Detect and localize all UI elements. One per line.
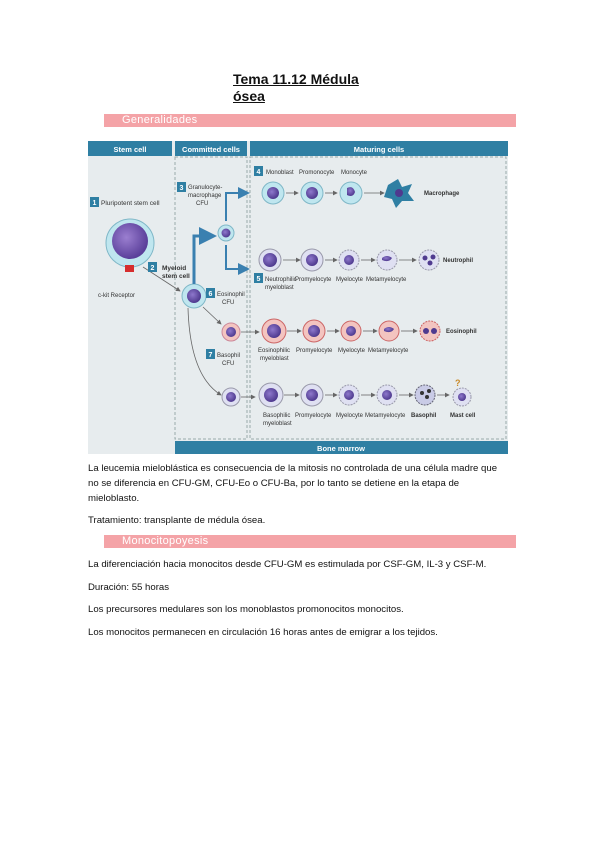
label-metamyelocyte-baso: Metamyelocyte: [365, 413, 406, 419]
step-number-3: 3: [180, 185, 184, 192]
header-committed-label: Committed cells: [182, 145, 240, 154]
paragraph-diferenciacion: La diferenciación hacia monocitos desde …: [88, 559, 487, 570]
footer-bone-marrow: [175, 441, 508, 454]
figure-background: [88, 141, 508, 454]
label-promyelocyte-neutro: Promyelocyte: [295, 277, 332, 283]
header-maturing-cells: [250, 141, 508, 156]
label-pluripotent: Pluripotent stem cell: [101, 200, 160, 207]
label-eosinophil: Eosinophil: [446, 329, 477, 335]
header-committed-cells: [175, 141, 247, 156]
label-bamb-2: myeloblast: [263, 421, 292, 427]
label-gm-2: macrophage: [188, 193, 222, 199]
label-macrophage: Macrophage: [424, 191, 460, 197]
label-gm-3: CFU: [196, 201, 208, 207]
basophil-cell: [414, 384, 436, 406]
step-number-4: 4: [257, 169, 261, 176]
label-eo-2: CFU: [222, 300, 234, 306]
label-basophil: Basophil: [411, 413, 437, 419]
label-gm-1: Granulocyte-: [188, 185, 222, 191]
label-myelocyte-neutro: Myelocyte: [336, 277, 364, 283]
eosinophil-cell: [419, 320, 441, 342]
title-line-2: ósea: [233, 88, 265, 104]
header-stem-cell: [88, 141, 172, 156]
step-number-7: 7: [209, 352, 213, 359]
section-heading-text: Generalidades: [122, 114, 198, 126]
label-promyelocyte-baso: Promyelocyte: [295, 413, 332, 419]
label-myelocyte-eo: Myelocyte: [338, 348, 366, 354]
step-number-5: 5: [257, 276, 261, 283]
paragraph-duracion: Duración: 55 horas: [88, 582, 170, 593]
label-baso-1: Basophil: [217, 353, 240, 359]
step-number-1: 1: [93, 200, 97, 207]
section-heading-generalidades: Generalidades: [104, 114, 516, 127]
label-eomb-2: myeloblast: [260, 356, 289, 362]
step-number-2: 2: [151, 265, 155, 272]
footer-bone-marrow-label: Bone marrow: [317, 444, 365, 453]
label-ckit: c-kit Receptor: [98, 293, 135, 299]
label-eo-1: Eosinophil: [217, 292, 245, 298]
label-neutro-1: Neutrophilic: [265, 277, 297, 283]
hematopoiesis-figure: Stem cell Committed cells Maturing cells…: [88, 141, 508, 454]
paragraph-precursores: Los precursores medulares son los monobl…: [88, 604, 404, 615]
label-myelocyte-baso: Myelocyte: [336, 413, 364, 419]
label-promonocyte: Promonocyte: [299, 170, 335, 176]
label-promyelocyte-eo: Promyelocyte: [296, 348, 333, 354]
c-kit-receptor: [125, 265, 134, 272]
label-neutro-2: myeloblast: [265, 285, 294, 291]
label-myeloid-1: Myeloid: [162, 265, 186, 272]
label-neutrophil: Neutrophil: [443, 258, 473, 264]
label-mast-cell: Mast cell: [450, 413, 476, 419]
label-bamb-1: Basophilic: [263, 413, 290, 419]
paragraph-leucemia: La leucemia mieloblástica es consecuenci…: [88, 463, 498, 504]
step-number-6: 6: [209, 291, 213, 298]
label-monoblast: Monoblast: [266, 170, 294, 176]
question-mark: ?: [455, 378, 461, 388]
title-line-1: Tema 11.12 Médula: [233, 71, 359, 87]
label-eomb-1: Eosinophilic: [258, 348, 290, 354]
section-heading-text: Monocitopoyesis: [122, 535, 209, 547]
paragraph-monocitos-circulacion: Los monocitos permanecen en circulación …: [88, 627, 438, 638]
label-myeloid-2: stem cell: [162, 273, 190, 280]
label-metamyelocyte-eo: Metamyelocyte: [368, 348, 409, 354]
section-heading-monocitopoyesis: Monocitopoyesis: [104, 535, 516, 548]
page-title: Tema 11.12 Médula ósea: [233, 71, 373, 105]
label-metamyelocyte-neutro: Metamyelocyte: [366, 277, 407, 283]
label-baso-2: CFU: [222, 361, 234, 367]
label-monocyte: Monocyte: [341, 170, 368, 176]
neutrophil-cell: [418, 249, 440, 271]
paragraph-tratamiento: Tratamiento: transplante de médula ósea.: [88, 515, 266, 526]
header-stem-label: Stem cell: [114, 145, 147, 154]
header-maturing-label: Maturing cells: [354, 145, 404, 154]
